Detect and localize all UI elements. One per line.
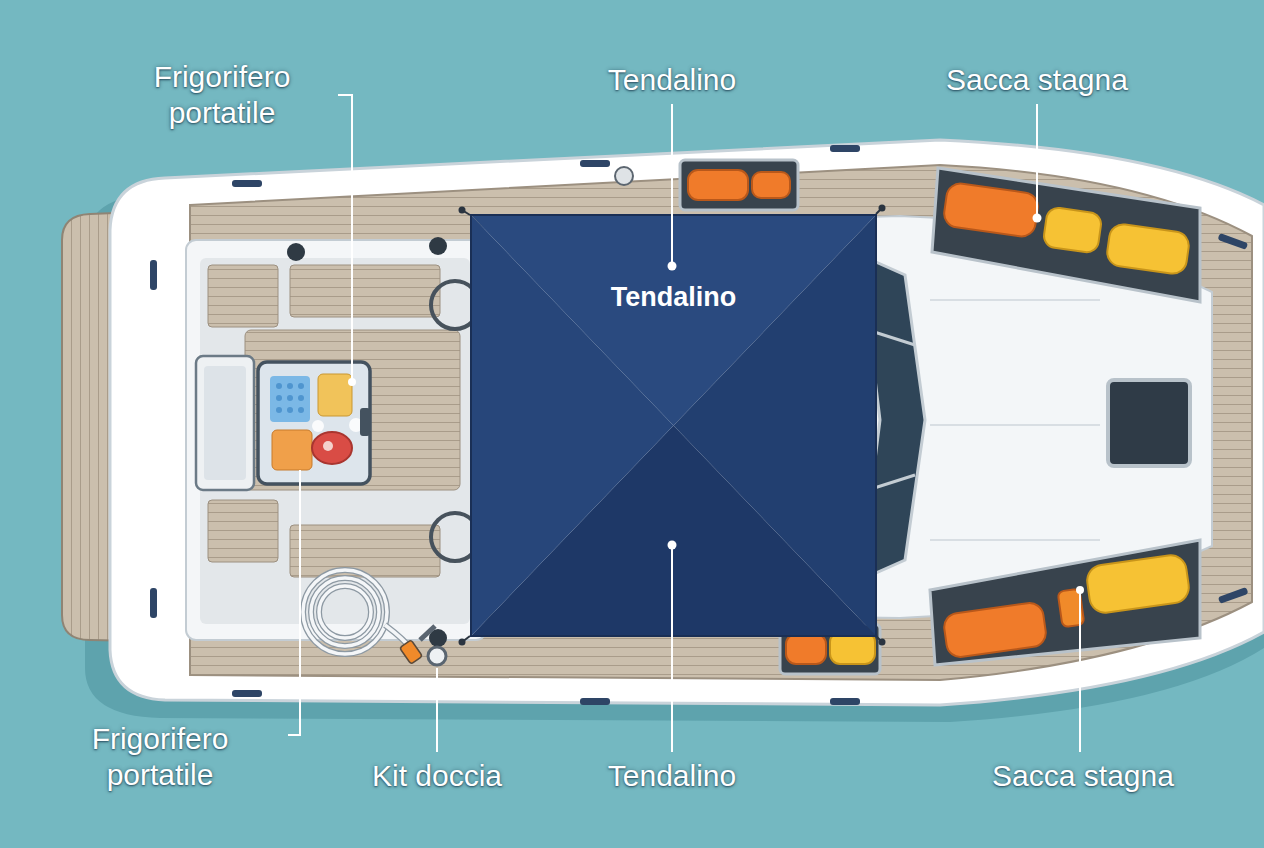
dry-bag <box>688 170 748 200</box>
awning-tie-points <box>459 205 886 646</box>
dry-bag <box>752 172 790 198</box>
deck-hatch <box>1108 380 1190 466</box>
deck-fitting <box>615 167 633 185</box>
dry-bag <box>1085 553 1191 614</box>
awning-ties <box>462 208 882 642</box>
hull <box>110 140 1264 705</box>
cooler-handle <box>360 408 370 436</box>
winch <box>429 237 447 255</box>
callout-label: Frigorifero portatile <box>40 721 280 793</box>
shower-fitting <box>428 647 446 665</box>
food-container <box>318 374 352 416</box>
shower-hose <box>303 570 412 654</box>
awning-shape <box>470 214 877 637</box>
ice-pack-dots <box>276 383 304 413</box>
dry-bag <box>942 182 1039 238</box>
winch <box>287 243 305 261</box>
shower-nozzle <box>400 640 423 664</box>
dry-bag <box>786 634 826 664</box>
awning-label: Tendalino <box>470 214 877 314</box>
awning: Tendalino <box>470 214 877 637</box>
locker <box>932 168 1200 302</box>
cooler-box <box>258 362 370 484</box>
cockpit-seat <box>290 265 440 317</box>
callout-label: Kit doccia <box>317 758 557 794</box>
callout-label: Sacca stagna <box>887 62 1187 98</box>
cleats <box>150 145 1248 705</box>
cockpit-seat <box>208 265 278 327</box>
callout-label: Frigorifero portatile <box>112 59 332 131</box>
callout-label: Tendalino <box>552 758 792 794</box>
steak <box>312 432 352 464</box>
ice-pack <box>270 376 310 422</box>
dry-bag <box>942 601 1047 658</box>
cooler-lid <box>196 356 254 490</box>
cockpit-seat <box>208 500 278 562</box>
leader-dots <box>348 214 1084 595</box>
leader-lines <box>288 95 1080 752</box>
cockpit-floor <box>245 330 460 490</box>
food-container <box>272 430 312 470</box>
locker <box>680 160 798 210</box>
awning-panel <box>470 214 674 637</box>
callout-label: Tendalino <box>552 62 792 98</box>
dry-bag <box>1042 206 1102 253</box>
awning-border <box>471 215 876 636</box>
dry-bag-buckle <box>1058 589 1085 628</box>
hull-shadow <box>85 155 1264 722</box>
dry-bag <box>1105 223 1190 276</box>
cockpit-seat <box>290 525 440 577</box>
ice-cube <box>312 420 324 432</box>
shower-handle <box>420 626 435 640</box>
cooler-lid-inner <box>204 366 246 480</box>
callout-label: Sacca stagna <box>933 758 1233 794</box>
steak-bone <box>323 441 333 451</box>
locker <box>930 540 1200 665</box>
cabin-lines <box>930 300 1100 540</box>
